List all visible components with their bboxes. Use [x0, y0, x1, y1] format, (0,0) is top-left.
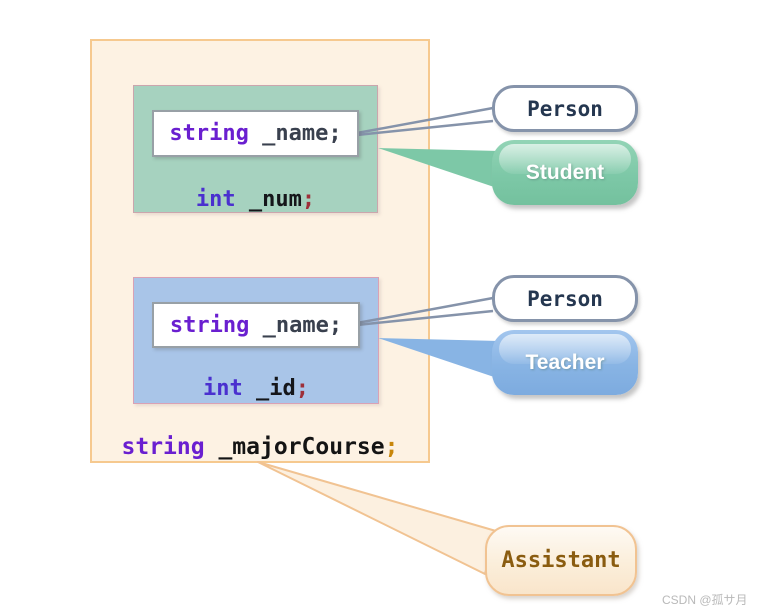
student-name-field-code: string _name;	[169, 121, 342, 146]
person-bubble-student: Person	[492, 85, 638, 132]
person-bubble-student-label: Person	[527, 96, 603, 121]
teacher-name-field-box: string _name;	[152, 302, 360, 348]
teacher-bubble: Teacher	[492, 330, 638, 395]
person-bubble-teacher: Person	[492, 275, 638, 322]
watermark: CSDN @孤サ月	[662, 593, 748, 607]
assistant-majorcourse-field-code: string _majorCourse;	[121, 434, 399, 460]
teacher-bubble-label: Teacher	[525, 350, 605, 374]
student-bubble: Student	[492, 140, 638, 205]
person-bubble-teacher-label: Person	[527, 286, 603, 311]
assistant-callout-wedge	[257, 461, 497, 575]
student-num-field-code: int _num;	[195, 187, 316, 212]
teacher-id-field-code: int _id;	[203, 376, 309, 401]
student-bubble-label: Student	[525, 160, 605, 184]
teacher-name-field-code: string _name;	[169, 312, 343, 338]
student-name-field-box: string _name;	[152, 110, 359, 157]
assistant-bubble: Assistant	[485, 525, 637, 596]
assistant-bubble-label: Assistant	[501, 548, 621, 573]
